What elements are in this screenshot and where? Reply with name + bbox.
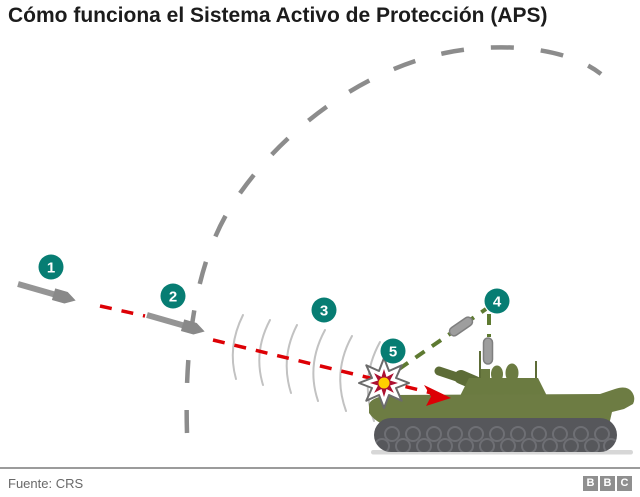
tank-antennas	[479, 351, 537, 381]
step-marker-label: 1	[47, 260, 55, 277]
step-marker-label: 2	[169, 289, 177, 306]
step-marker-label: 4	[493, 294, 502, 311]
explosion-icon	[358, 357, 410, 409]
bbc-logo-letter: C	[617, 475, 632, 491]
step-marker-label: 3	[320, 303, 328, 320]
interceptor-path-diagonal	[397, 307, 488, 371]
footer: Fuente: CRS B B C	[0, 467, 640, 497]
bbc-logo: B B C	[583, 475, 632, 491]
impact-arrow-icon	[424, 385, 451, 406]
interceptor-paths	[397, 307, 491, 371]
interceptor-munition-icon	[446, 314, 476, 339]
step-marker-4: 4	[484, 288, 510, 314]
radar-wave-icon	[339, 335, 353, 412]
step-marker-1: 1	[38, 254, 64, 280]
source-label: Fuente: CRS	[8, 475, 84, 491]
interceptor-munition-icon	[482, 337, 494, 365]
radar-wave-icon	[312, 329, 326, 402]
step-marker-3: 3	[311, 297, 337, 323]
step-marker-label: 5	[389, 344, 397, 361]
bbc-logo-letter: B	[583, 475, 598, 491]
radar-waves	[231, 314, 381, 422]
tank-track-pattern	[374, 426, 617, 452]
incoming-missile-icon	[145, 309, 207, 338]
step-marker-5: 5	[380, 338, 406, 364]
bbc-logo-letter: B	[600, 475, 615, 491]
incoming-missile-icon	[16, 278, 78, 307]
page-title: Cómo funciona el Sistema Activo de Prote…	[8, 4, 548, 27]
tank	[369, 351, 635, 452]
step-marker-2: 2	[160, 283, 186, 309]
radar-wave-icon	[231, 314, 244, 380]
